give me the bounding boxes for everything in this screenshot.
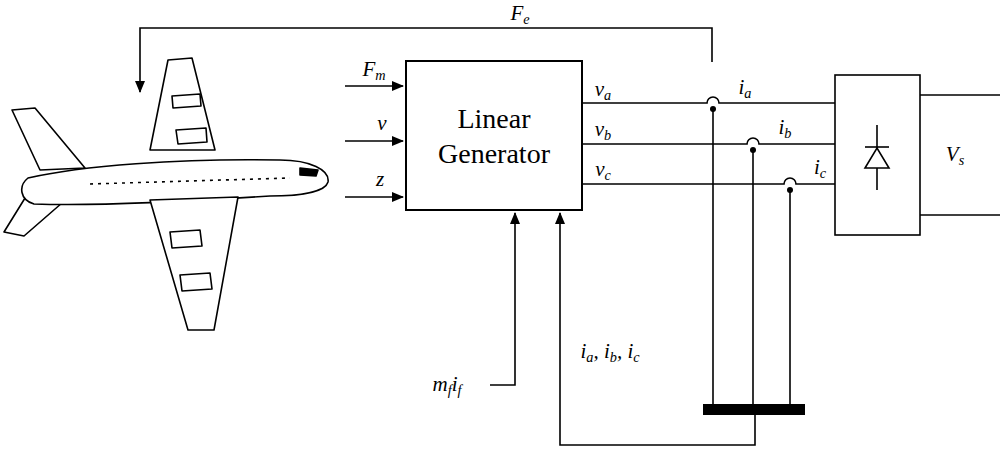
- sensor-dots: [710, 106, 793, 193]
- field-label: mfif: [432, 373, 463, 396]
- voltage-label: vb: [594, 118, 612, 141]
- airplane-illustration: [4, 58, 328, 330]
- voltage-label: Vs: [945, 143, 965, 166]
- position-label: z: [375, 168, 385, 191]
- current-label: ia, ib, ic: [579, 340, 640, 363]
- velocity-label: v: [376, 112, 387, 135]
- wires: [140, 28, 1000, 445]
- node-title: Linear Generator: [415, 101, 573, 171]
- current-label: ia: [738, 76, 753, 99]
- force-label: Fm: [361, 58, 386, 81]
- voltage-label: va: [594, 78, 612, 101]
- measurement-bus-bar: [703, 404, 805, 415]
- current-label: ib: [778, 116, 793, 139]
- current-label: ic: [813, 156, 827, 179]
- rectifier-symbol: [835, 75, 920, 235]
- voltage-label: vc: [594, 158, 612, 181]
- generator-box: Linear Generator: [405, 60, 583, 211]
- force-label: Fe: [509, 2, 530, 25]
